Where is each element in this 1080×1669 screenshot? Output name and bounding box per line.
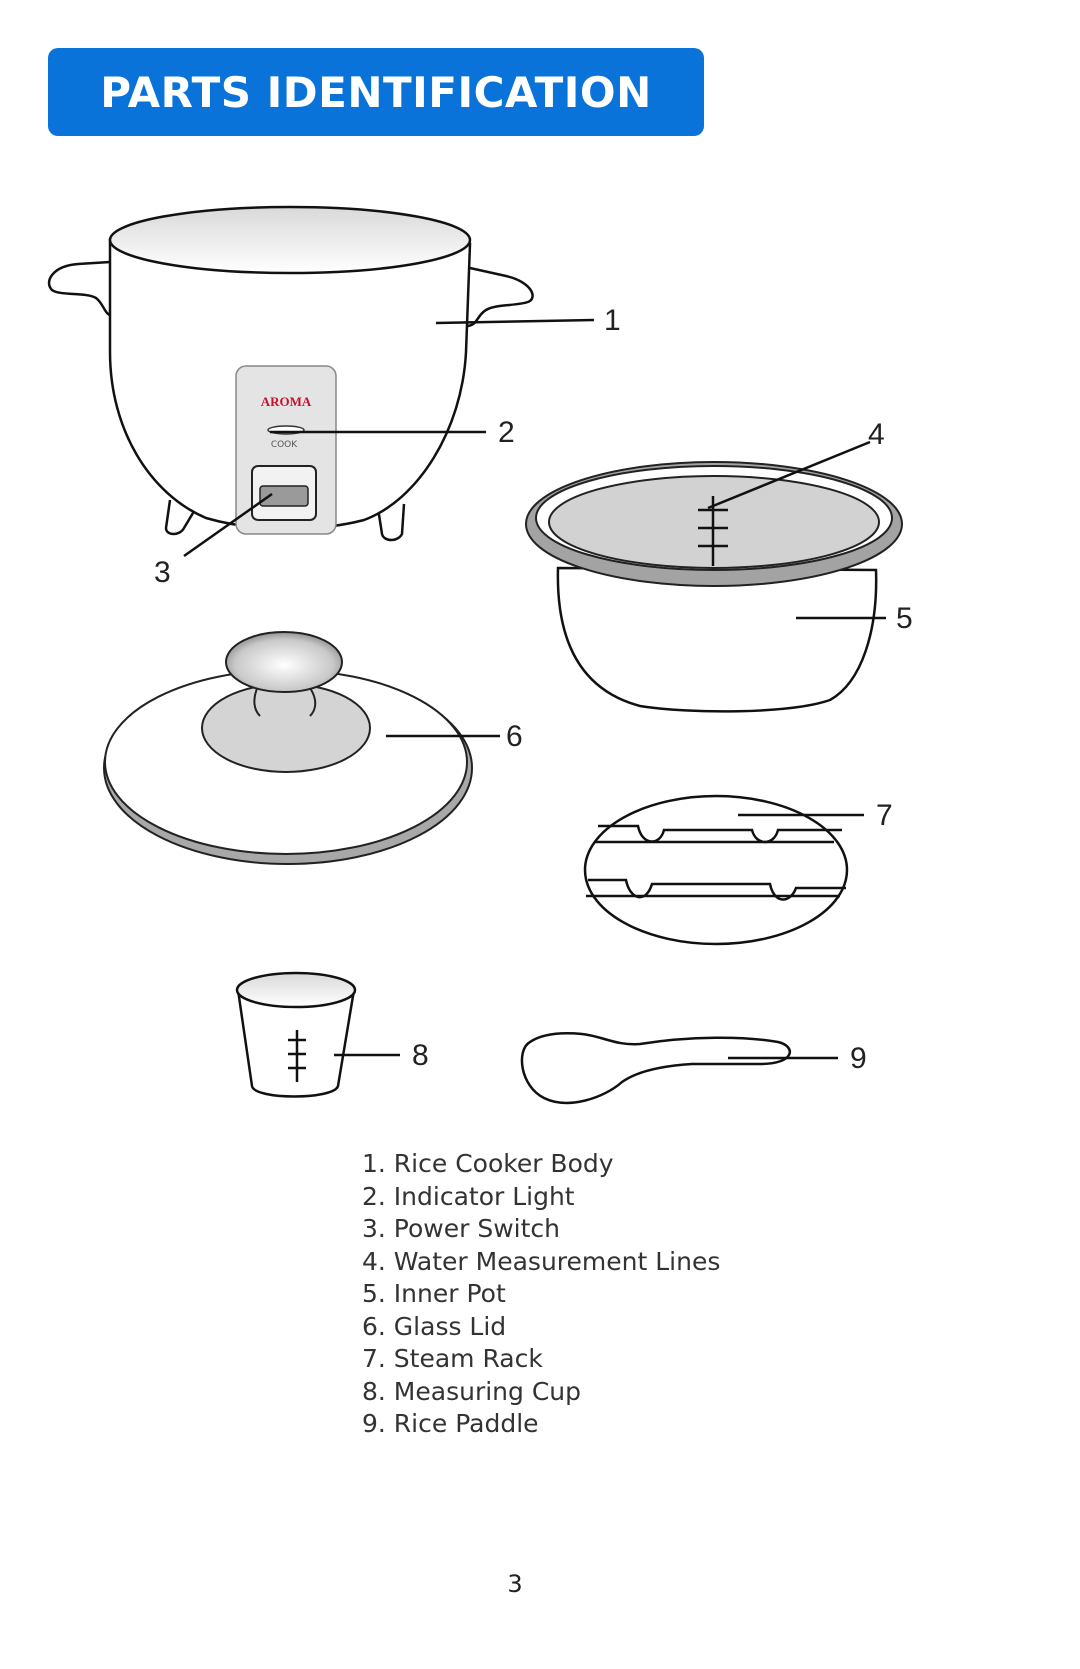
leader-lines (183, 318, 886, 1060)
callout-7: 7 (876, 799, 893, 832)
callout-3: 3 (154, 556, 171, 589)
control-panel (235, 365, 337, 535)
callout-6: 6 (506, 720, 523, 753)
lid-knob (225, 631, 343, 693)
callout-4: 4 (868, 418, 885, 451)
cook-label: COOK (271, 440, 298, 450)
steam-rack (583, 794, 849, 946)
inner-pot (525, 461, 903, 713)
glass-lid (103, 631, 473, 865)
list-item: 6. Glass Lid (362, 1311, 507, 1341)
list-item: 8. Measuring Cup (362, 1376, 581, 1406)
list-item: 5. Inner Pot (362, 1279, 506, 1308)
list-item: 9. Rice Paddle (362, 1409, 539, 1438)
callout-2: 2 (498, 416, 515, 449)
rice-paddle (520, 1032, 791, 1105)
brand-logo: AROMA (261, 394, 312, 409)
title-banner: PARTS IDENTIFICATION (48, 48, 704, 136)
list-item: 7. Steam Rack (362, 1344, 543, 1373)
callout-8: 8 (412, 1039, 429, 1072)
list-item: 4. Water Measurement Lines (362, 1246, 721, 1276)
callout-5: 5 (896, 602, 913, 635)
callout-9: 9 (850, 1042, 867, 1075)
list-item: 2. Indicator Light (362, 1181, 575, 1211)
callout-1: 1 (604, 304, 621, 337)
page-number: 3 (507, 1570, 523, 1598)
list-item: 3. Power Switch (362, 1214, 560, 1243)
water-measurement-lines (698, 496, 728, 566)
list-item: 1. Rice Cooker Body (362, 1149, 614, 1178)
parts-list: 1. Rice Cooker Body 2. Indicator Light 3… (362, 1148, 720, 1441)
measuring-cup (235, 971, 357, 1098)
page-title: PARTS IDENTIFICATION (100, 67, 652, 117)
